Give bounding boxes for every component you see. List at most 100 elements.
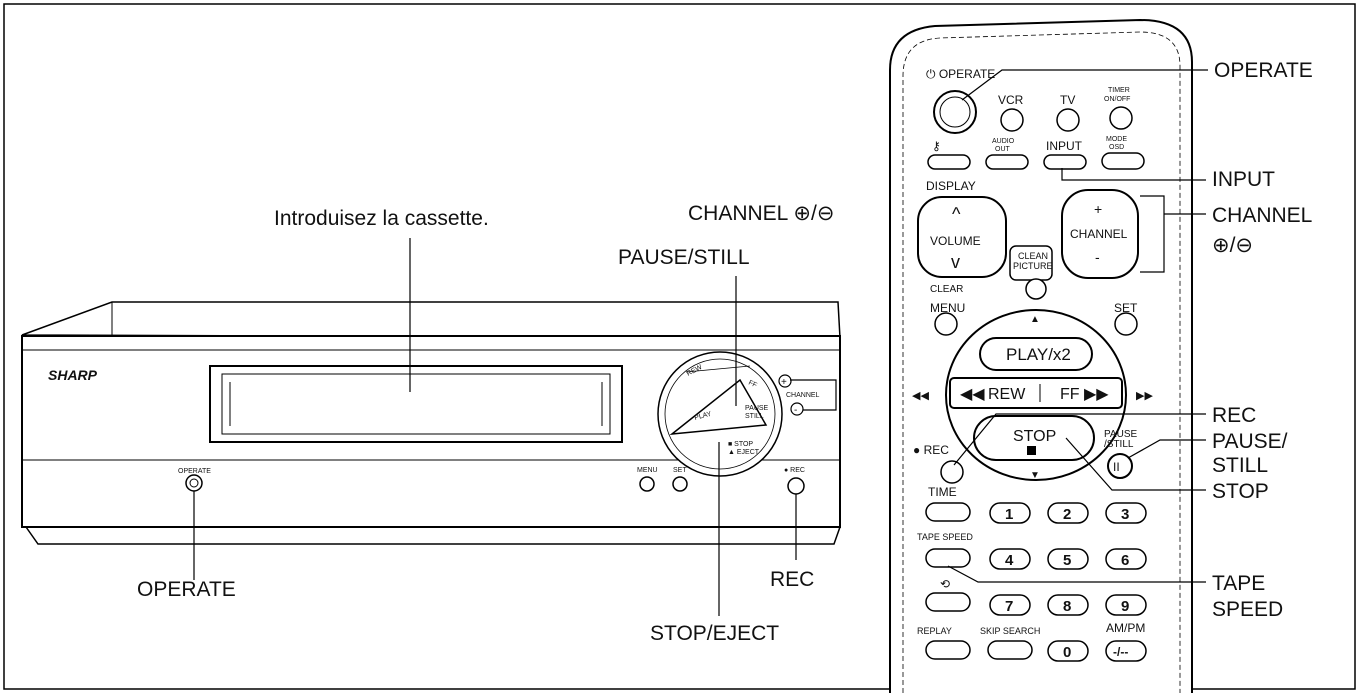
remote-channel-down-icon: - — [1095, 249, 1100, 265]
remote-mode-label-2: OSD — [1109, 144, 1124, 151]
vcr-play-label: PLAY — [694, 411, 713, 422]
remote-rew-ff-bar — [949, 377, 1123, 409]
remote-skip-search-button[interactable] — [987, 640, 1033, 660]
remote-rew-icon: ◀◀ — [960, 386, 985, 403]
remote-play-button[interactable] — [979, 337, 1093, 371]
remote-ff-icon: ▶▶ — [1084, 386, 1109, 403]
remote-clean-picture-button[interactable] — [1025, 278, 1047, 300]
key-8-label: 8 — [1063, 598, 1071, 615]
remote-tv-button[interactable] — [1056, 108, 1080, 132]
callout-channel-remote-2: ⊕/⊖ — [1212, 234, 1253, 257]
key-6-label: 6 — [1121, 552, 1129, 569]
callout-pause-remote-1: PAUSE/ — [1212, 430, 1288, 453]
remote-lock-button[interactable] — [927, 154, 971, 170]
vcr-channel-up-button[interactable] — [778, 374, 792, 388]
remote-rew-label[interactable]: REW — [988, 386, 1026, 403]
remote-menu-label: MENU — [930, 301, 965, 315]
vcr-set-label: SET — [673, 467, 687, 474]
remote-volume-rocker[interactable] — [917, 196, 1007, 278]
callout-stop-remote: STOP — [1212, 480, 1269, 503]
remote-number-keys: 1 2 3 4 5 6 7 8 9 0 -/-- — [989, 502, 1147, 662]
remote-vcr-button[interactable] — [1000, 108, 1024, 132]
remote-set-button[interactable] — [1114, 312, 1138, 336]
vcr-top — [21, 301, 841, 339]
vcr-stop-label: ■ STOP — [728, 441, 753, 448]
remote-control: ⏻ OPERATE VCR TV TIMER ON/OFF ⚷ AUDIO OU… — [889, 18, 1193, 693]
remote-ampm-label: AM/PM — [1106, 621, 1145, 635]
vcr-ff-label: FF — [747, 379, 758, 389]
key-1[interactable] — [989, 502, 1031, 524]
remote-tape-speed-button[interactable] — [925, 548, 971, 568]
remote-mode-osd-button[interactable] — [1101, 152, 1145, 170]
remote-operate-inner — [939, 96, 971, 128]
remote-repeat-icon: ⟲ — [940, 577, 950, 591]
vcr-pause-label: PAUSE — [745, 405, 769, 412]
remote-audio-label-2: OUT — [995, 146, 1011, 153]
remote-channel-rocker[interactable] — [1061, 189, 1139, 279]
cassette-slot[interactable] — [209, 365, 623, 443]
remote-stop-square-icon — [1027, 446, 1036, 455]
key-dash[interactable] — [1105, 640, 1147, 662]
vcr-eject-label: ▲ EJECT — [728, 449, 760, 456]
remote-ff-label[interactable]: FF — [1060, 386, 1080, 403]
leader-tape-speed — [947, 565, 1206, 583]
remote-menu-button[interactable] — [934, 312, 958, 336]
key-5[interactable] — [1047, 548, 1089, 570]
remote-input-button[interactable] — [1043, 154, 1087, 170]
key-8[interactable] — [1047, 594, 1089, 616]
remote-skip-search-label: SKIP SEARCH — [980, 626, 1040, 636]
remote-replay-label: REPLAY — [917, 626, 952, 636]
remote-repeat-button[interactable] — [925, 592, 971, 612]
remote-tape-speed-label: TAPE SPEED — [917, 532, 973, 542]
vcr-base — [25, 526, 841, 545]
vcr-still-label: STILL — [745, 413, 764, 420]
remote-time-button[interactable] — [925, 502, 971, 522]
key-2[interactable] — [1047, 502, 1089, 524]
vcr-play-triangle[interactable] — [669, 378, 768, 435]
remote-tv-label: TV — [1060, 93, 1075, 107]
remote-play-label: PLAY/x2 — [1006, 345, 1071, 364]
key-0[interactable] — [1047, 640, 1089, 662]
remote-display-label: DISPLAY — [926, 179, 976, 193]
vcr-dial-top-arc — [685, 365, 751, 373]
remote-clean-label-1: CLEAN — [1018, 251, 1048, 261]
vcr-channel-down-button[interactable] — [790, 402, 804, 416]
remote-replay-button[interactable] — [925, 640, 971, 660]
remote-rec-button[interactable] — [940, 460, 964, 484]
remote-channel-label: CHANNEL — [1070, 227, 1128, 241]
remote-pause-icon: II — [1113, 460, 1120, 474]
vcr-channel-down-sign: - — [794, 405, 797, 416]
remote-set-label: SET — [1114, 301, 1138, 315]
remote-stop-button[interactable] — [973, 415, 1095, 461]
key-0-label: 0 — [1063, 644, 1071, 661]
vcr-menu-button[interactable] — [639, 476, 655, 492]
remote-pause-label-2: /STILL — [1104, 439, 1134, 450]
key-3[interactable] — [1105, 502, 1147, 524]
callout-tape-speed-2: SPEED — [1212, 598, 1283, 621]
remote-timer-label-2: ON/OFF — [1104, 96, 1130, 103]
key-1-label: 1 — [1005, 506, 1013, 523]
vcr-callouts: Introduisez la cassette. CHANNEL ⊕/⊖ PAU… — [137, 202, 837, 645]
vcr-operate-label: OPERATE — [178, 468, 211, 475]
vcr-operate-button[interactable] — [185, 474, 203, 492]
remote-stop-label: STOP — [1013, 428, 1056, 445]
vcr-rec-button[interactable] — [787, 477, 805, 495]
key-2-label: 2 — [1063, 506, 1071, 523]
key-9[interactable] — [1105, 594, 1147, 616]
remote-pause-button[interactable] — [1107, 453, 1133, 479]
vcr-brand-logo: SHARP — [48, 367, 98, 383]
vcr-channel-label: CHANNEL — [786, 392, 820, 399]
remote-rec-label: ● REC — [913, 443, 949, 457]
key-6[interactable] — [1105, 548, 1147, 570]
callout-insert-cassette: Introduisez la cassette. — [274, 207, 489, 230]
key-4[interactable] — [989, 548, 1031, 570]
remote-timer-button[interactable] — [1109, 106, 1133, 130]
remote-pause-label-1: PAUSE — [1104, 429, 1137, 440]
remote-audio-out-button[interactable] — [985, 154, 1029, 170]
remote-vcr-label: VCR — [998, 93, 1024, 107]
vcr-operate-inner — [189, 478, 199, 488]
key-7[interactable] — [989, 594, 1031, 616]
key-7-label: 7 — [1005, 598, 1013, 615]
vcr-set-button[interactable] — [672, 476, 688, 492]
remote-down-arrow: ▼ — [1030, 470, 1040, 481]
